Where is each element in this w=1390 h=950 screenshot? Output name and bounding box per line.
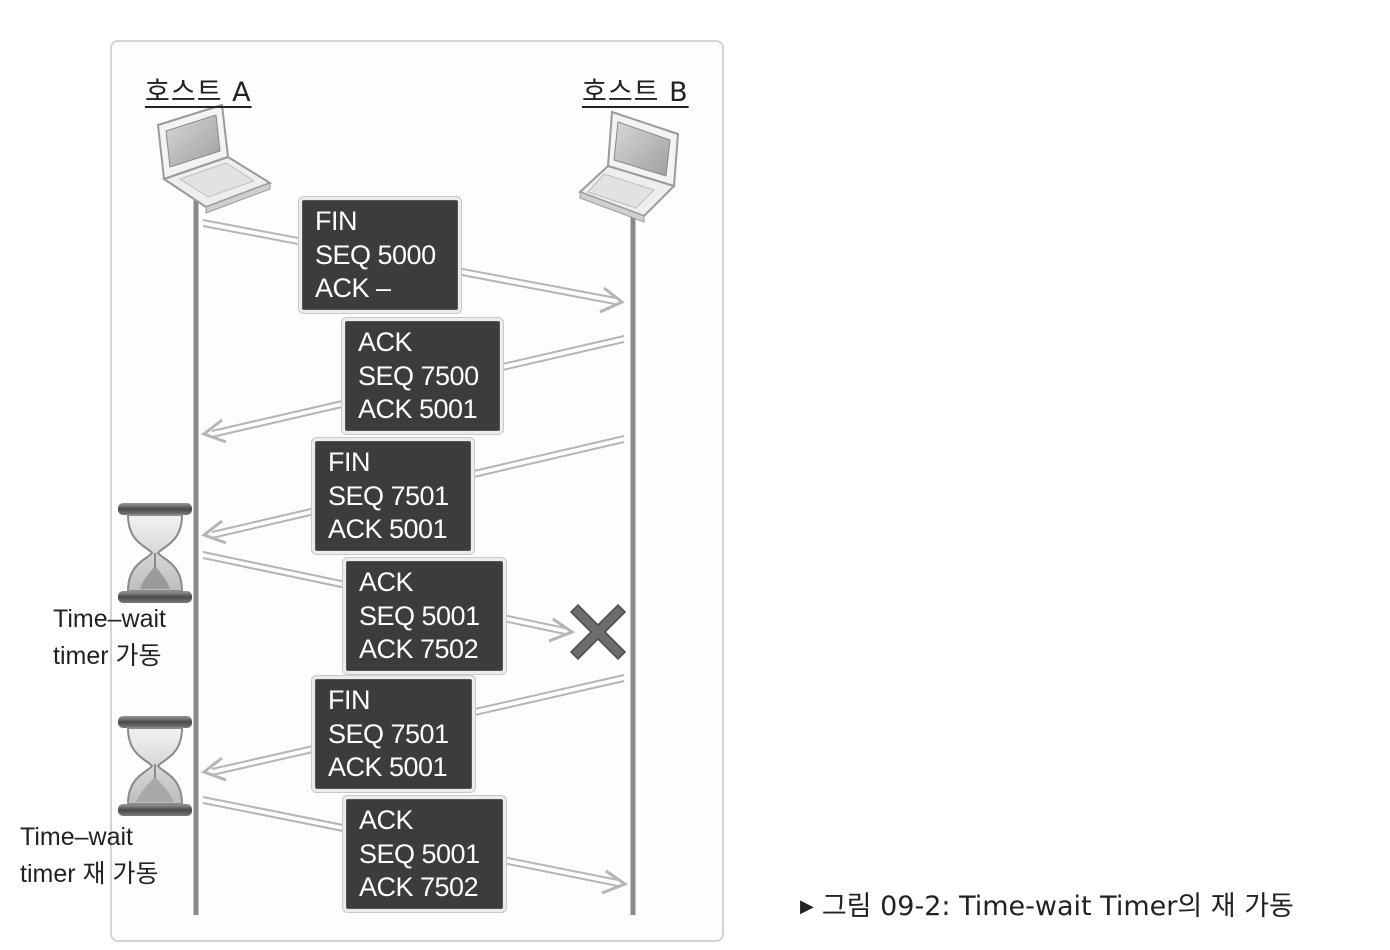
packet-line: ACK 7502	[359, 634, 479, 664]
packet-box: FIN SEQ 5000 ACK –	[302, 200, 458, 310]
arrow-head	[548, 617, 576, 643]
packet-line: ACK –	[315, 273, 391, 303]
packet-box: ACK SEQ 5001 ACK 7502	[346, 799, 503, 909]
timer-label-line: timer 재 가동	[20, 860, 159, 888]
packet-line: SEQ 5001	[359, 838, 480, 869]
packet-line: ACK	[358, 327, 413, 357]
timer-label-line: Time–wait	[20, 823, 133, 851]
packet-line: FIN	[315, 206, 358, 236]
arrow-head	[200, 756, 227, 782]
packet-box: FIN SEQ 7501 ACK 5001	[315, 441, 471, 551]
packet-box: ACK SEQ 7500 ACK 5001	[345, 321, 500, 431]
host-b-label: 호스트 B	[582, 77, 689, 108]
packet-line: SEQ 7501	[328, 480, 449, 511]
caption-triangle-icon: ▶	[800, 896, 814, 917]
hourglass-icon	[118, 716, 192, 816]
packet-line: SEQ 7500	[358, 360, 479, 391]
timer-label-line: timer 가동	[53, 642, 162, 670]
packet-line: SEQ 5000	[315, 239, 436, 270]
laptop-icon	[578, 110, 680, 223]
packet-line: ACK	[359, 805, 414, 835]
packet-line: ACK	[359, 567, 414, 597]
figure-caption: ▶ 그림 09-2: Time-wait Timer의 재 가동	[800, 884, 1294, 923]
packet-line: FIN	[328, 447, 371, 477]
packet-line: ACK 5001	[328, 752, 448, 782]
packet-line: ACK 5001	[328, 514, 448, 544]
x-mark-icon	[569, 603, 627, 661]
arrow-head	[200, 418, 227, 444]
packet-line: ACK 7502	[359, 872, 479, 902]
hourglass-icon	[118, 503, 192, 603]
arrow-head	[200, 519, 227, 545]
arrow-head	[599, 286, 625, 314]
packet-line: SEQ 5001	[359, 600, 480, 631]
timer-label: Time–wait timer 재 가동	[20, 819, 158, 893]
packet-line: FIN	[328, 685, 371, 715]
arrow-head	[601, 869, 629, 895]
packet-line: ACK 5001	[358, 394, 478, 424]
packet-line: SEQ 7501	[328, 718, 449, 749]
timer-label-line: Time–wait	[53, 605, 166, 633]
host-a-label: 호스트 A	[145, 77, 252, 108]
packet-box: FIN SEQ 7501 ACK 5001	[315, 679, 472, 789]
packet-box-lost: ACK SEQ 5001 ACK 7502	[346, 561, 503, 671]
timer-label: Time–wait timer 가동	[53, 601, 166, 675]
caption-text: 그림 09-2: Time-wait Timer의 재 가동	[821, 891, 1294, 922]
laptop-icon	[156, 103, 273, 214]
